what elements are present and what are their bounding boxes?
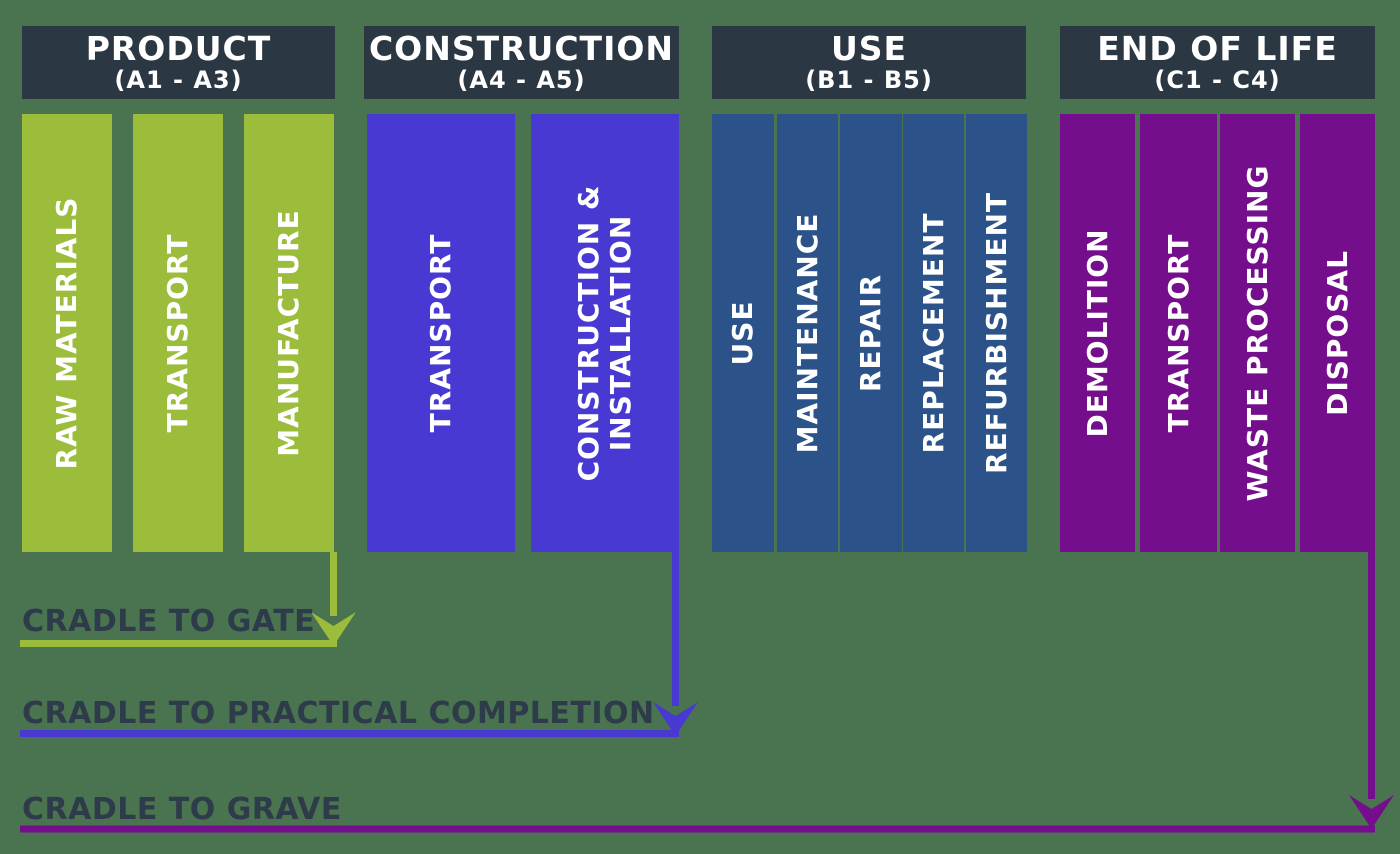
group-range: (A4 - A5) <box>457 66 586 95</box>
group-header-product: PRODUCT (A1 - A3) <box>22 26 335 99</box>
stage-label: WASTE PROCESSING <box>1240 164 1274 502</box>
stage-column-transport-construction: TRANSPORT <box>367 114 515 552</box>
group-range: (A1 - A3) <box>114 66 243 95</box>
group-range: (C1 - C4) <box>1154 66 1281 95</box>
stage-label: DEMOLITION <box>1080 228 1114 438</box>
group-title: CONSTRUCTION <box>368 29 675 69</box>
cradle-to-grave-arrow <box>20 552 1394 833</box>
stage-column-use: USE <box>712 114 774 552</box>
stage-label: DISPOSAL <box>1320 250 1354 416</box>
group-header-use: USE (B1 - B5) <box>712 26 1026 99</box>
stage-label: MANUFACTURE <box>271 209 305 457</box>
stage-label: REFURBISHMENT <box>979 192 1013 474</box>
group-title: USE <box>830 29 908 69</box>
stage-column-construction-installation: CONSTRUCTION & INSTALLATION <box>531 114 679 552</box>
stage-label: TRANSPORT <box>423 233 457 433</box>
stage-label: CONSTRUCTION & INSTALLATION <box>571 184 637 482</box>
scope-label-cradle-to-practical-completion: CRADLE TO PRACTICAL COMPLETION <box>22 696 655 731</box>
stage-label: USE <box>725 300 759 366</box>
stage-column-refurbishment: REFURBISHMENT <box>966 114 1027 552</box>
group-header-construction: CONSTRUCTION (A4 - A5) <box>364 26 679 99</box>
stage-label: TRANSPORT <box>160 233 194 433</box>
group-header-end-of-life: END OF LIFE (C1 - C4) <box>1060 26 1375 99</box>
stage-column-demolition: DEMOLITION <box>1060 114 1135 552</box>
stage-label: REPAIR <box>853 273 887 393</box>
stage-label: REPLACEMENT <box>916 212 950 454</box>
stage-column-repair: REPAIR <box>840 114 902 552</box>
stage-label: MAINTENANCE <box>790 212 824 454</box>
stage-column-waste-processing: WASTE PROCESSING <box>1220 114 1295 552</box>
group-title: PRODUCT <box>85 29 272 69</box>
stage-label: TRANSPORT <box>1161 233 1195 433</box>
stage-column-maintenance: MAINTENANCE <box>777 114 838 552</box>
stage-label: RAW MATERIALS <box>49 196 83 470</box>
scope-label-cradle-to-grave: CRADLE TO GRAVE <box>22 792 342 827</box>
group-range: (B1 - B5) <box>805 66 933 95</box>
stage-column-manufacture: MANUFACTURE <box>244 114 334 552</box>
stage-column-transport-a: TRANSPORT <box>133 114 223 552</box>
stage-column-raw-materials: RAW MATERIALS <box>22 114 112 552</box>
scope-label-cradle-to-gate: CRADLE TO GATE <box>22 604 316 639</box>
group-title: END OF LIFE <box>1097 29 1338 69</box>
stage-column-replacement: REPLACEMENT <box>903 114 964 552</box>
stage-column-disposal: DISPOSAL <box>1300 114 1375 552</box>
stage-column-transport-eol: TRANSPORT <box>1140 114 1217 552</box>
